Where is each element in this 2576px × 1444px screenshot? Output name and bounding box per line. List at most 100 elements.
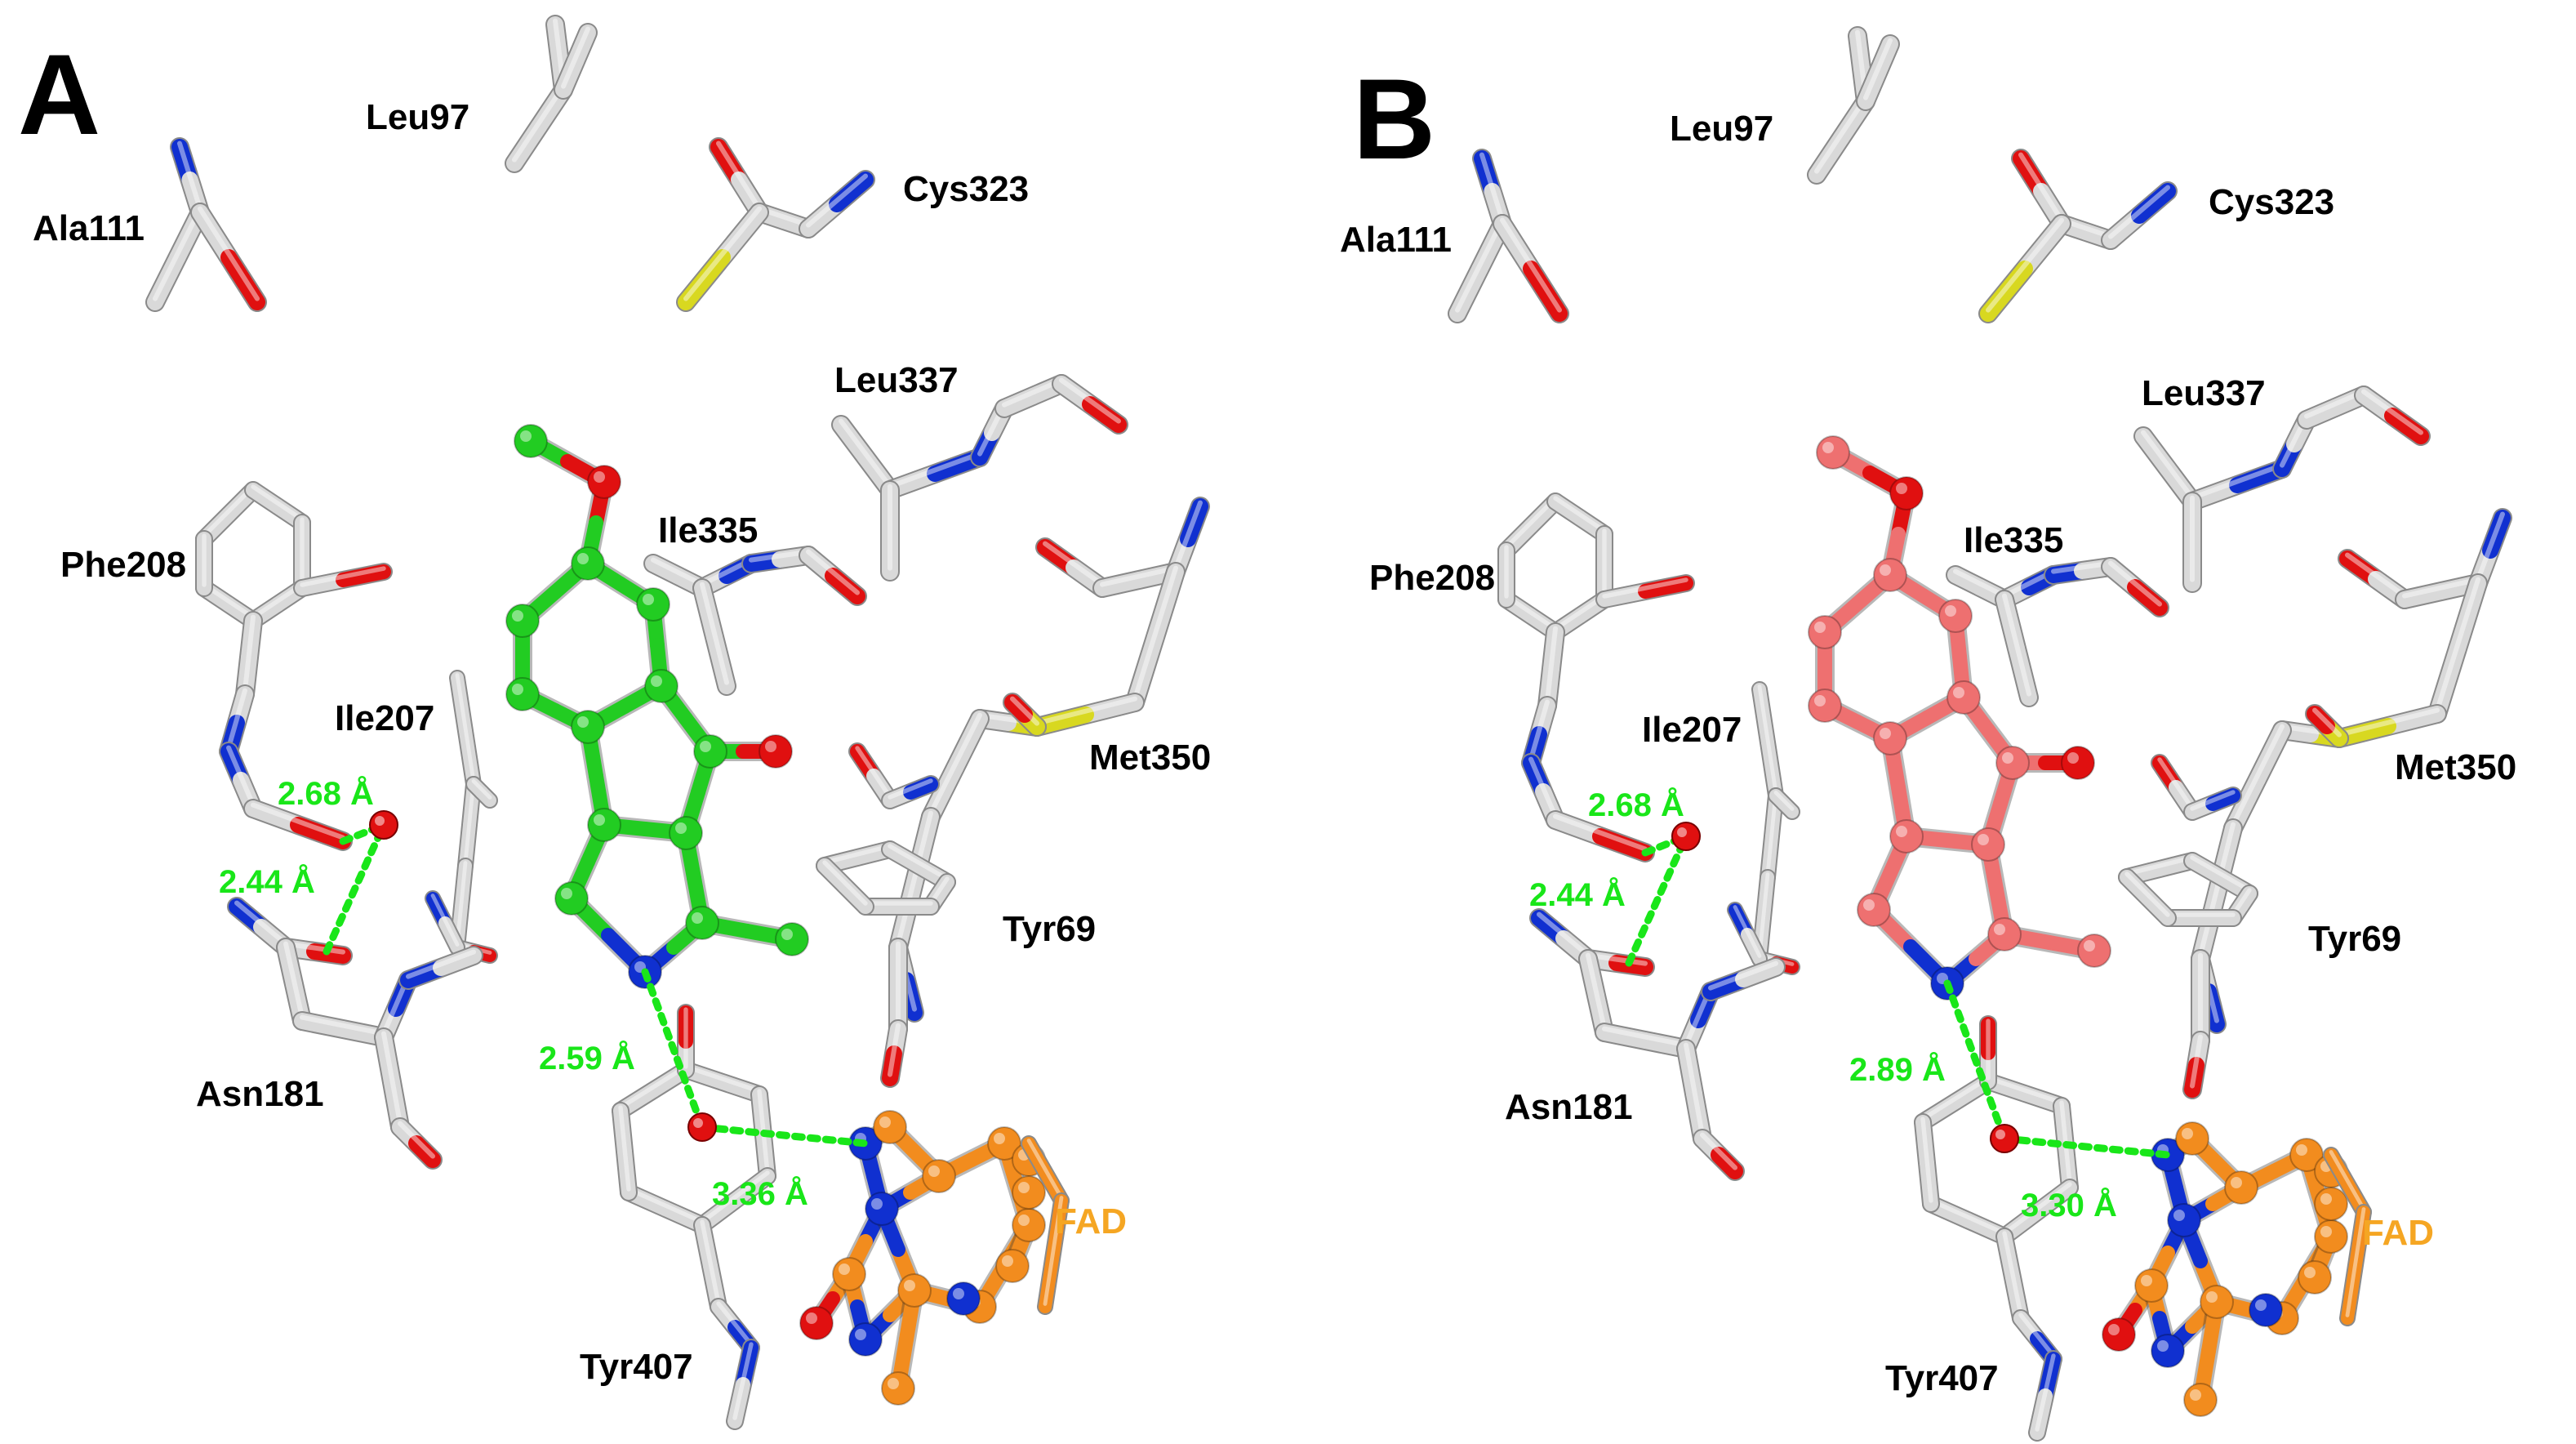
bond-highlight xyxy=(855,746,892,800)
bond xyxy=(694,580,723,645)
residue-label-tyr407: Tyr407 xyxy=(580,1347,693,1387)
bond-highlight xyxy=(2002,1182,2072,1236)
residue-label-phe208: Phe208 xyxy=(60,545,187,585)
atom-highlight xyxy=(1822,442,1834,453)
bond-highlight xyxy=(242,614,256,693)
residue-asn181 xyxy=(374,1027,443,1170)
atom xyxy=(1808,689,1842,723)
hbond-distance-label: 2.59 Å xyxy=(539,1041,635,1076)
atom-highlight xyxy=(577,716,589,728)
bond-highlight xyxy=(888,778,933,800)
bond xyxy=(882,1045,902,1086)
bond-highlight xyxy=(2345,1207,2366,1317)
atom xyxy=(1012,1175,1046,1210)
atom-highlight xyxy=(839,1264,850,1275)
bond xyxy=(438,916,464,954)
atom xyxy=(571,710,605,744)
atom xyxy=(881,1371,915,1406)
atom xyxy=(848,1322,883,1357)
bond-highlight xyxy=(1986,1076,2064,1105)
bond xyxy=(678,249,731,310)
water-highlight xyxy=(1995,1130,2005,1139)
atom-highlight xyxy=(2304,1267,2316,1278)
atom-highlight xyxy=(2182,1128,2193,1139)
atom-highlight xyxy=(953,1288,964,1299)
atom-highlight xyxy=(2320,1226,2332,1237)
atom-highlight xyxy=(2231,1177,2242,1188)
bond-highlight xyxy=(2190,855,2252,893)
bond-highlight xyxy=(1986,217,2064,313)
atom-highlight xyxy=(928,1165,940,1177)
residue-asn181 xyxy=(276,938,483,1047)
bond-highlight xyxy=(512,83,566,163)
bond-highlight xyxy=(398,1121,435,1159)
bond-highlight xyxy=(1602,1026,1688,1048)
atom-highlight xyxy=(1002,1255,1013,1267)
bond-highlight xyxy=(2124,855,2195,876)
bond-highlight xyxy=(2018,152,2064,223)
panel-b: B Leu97 Ala111 Cys323 Leu337 Ile335 Phe2… xyxy=(1302,0,2576,1444)
hbond-distance-label: 3.30 Å xyxy=(2021,1188,2117,1223)
atom-highlight xyxy=(692,912,703,924)
atom xyxy=(505,604,540,638)
atom-highlight xyxy=(2296,1144,2307,1156)
bond xyxy=(947,711,988,776)
atom xyxy=(1873,558,1907,592)
bond xyxy=(455,859,472,913)
atom xyxy=(2077,934,2111,968)
bond xyxy=(1741,928,1766,965)
bond xyxy=(192,204,237,265)
bond-highlight xyxy=(1545,626,1558,705)
bond-highlight xyxy=(732,1342,754,1420)
bond xyxy=(1449,261,1488,322)
bond-highlight xyxy=(153,206,202,301)
bond xyxy=(1980,261,2033,322)
atom xyxy=(1995,746,2030,780)
atom xyxy=(1857,893,1891,927)
atom-highlight xyxy=(2255,1299,2267,1311)
residue-label-met350: Met350 xyxy=(1089,738,1212,778)
atom xyxy=(636,587,670,622)
bond-highlight xyxy=(471,779,492,800)
bond xyxy=(1039,1247,1060,1313)
bond-highlight xyxy=(839,418,892,489)
bond-highlight xyxy=(716,140,762,212)
residue-label-leu337: Leu337 xyxy=(2142,373,2266,413)
residue-ile207 xyxy=(449,670,498,964)
residue-ile335 xyxy=(1946,557,2169,617)
bond-highlight xyxy=(251,802,345,840)
bond-highlight xyxy=(822,844,892,865)
atom-highlight xyxy=(2084,940,2095,952)
bond xyxy=(1870,36,1898,81)
hbond-line xyxy=(1943,979,2009,1143)
atom xyxy=(587,465,621,499)
bond-highlight xyxy=(2141,430,2195,501)
water-molecule xyxy=(687,1112,717,1142)
residue-cys323 xyxy=(1978,214,2071,323)
atom xyxy=(693,734,727,769)
bond xyxy=(613,1103,632,1159)
atom-highlight xyxy=(879,1116,891,1128)
atom xyxy=(554,881,589,916)
residue-ala111 xyxy=(190,203,267,312)
atom-highlight xyxy=(1953,687,1964,698)
residue-ile207 xyxy=(1751,681,1800,975)
bond-highlight xyxy=(226,688,247,751)
atom-highlight xyxy=(1863,899,1875,911)
residue-phe208 xyxy=(195,481,311,630)
bond xyxy=(147,249,186,310)
atom-highlight xyxy=(594,471,605,483)
residue-label-tyr407: Tyr407 xyxy=(1885,1358,1999,1398)
atom xyxy=(2314,1219,2348,1254)
bond xyxy=(451,671,472,738)
bond-highlight xyxy=(455,673,476,783)
bond-highlight xyxy=(1920,1076,1991,1121)
atom xyxy=(832,1257,866,1291)
bond-highlight xyxy=(2002,593,2031,697)
hbond-line xyxy=(1625,832,1690,967)
bond-highlight xyxy=(1500,217,1562,313)
bond xyxy=(1809,130,1849,183)
atom xyxy=(2183,1383,2218,1417)
bond xyxy=(1523,261,1568,322)
bond xyxy=(2127,579,2168,616)
